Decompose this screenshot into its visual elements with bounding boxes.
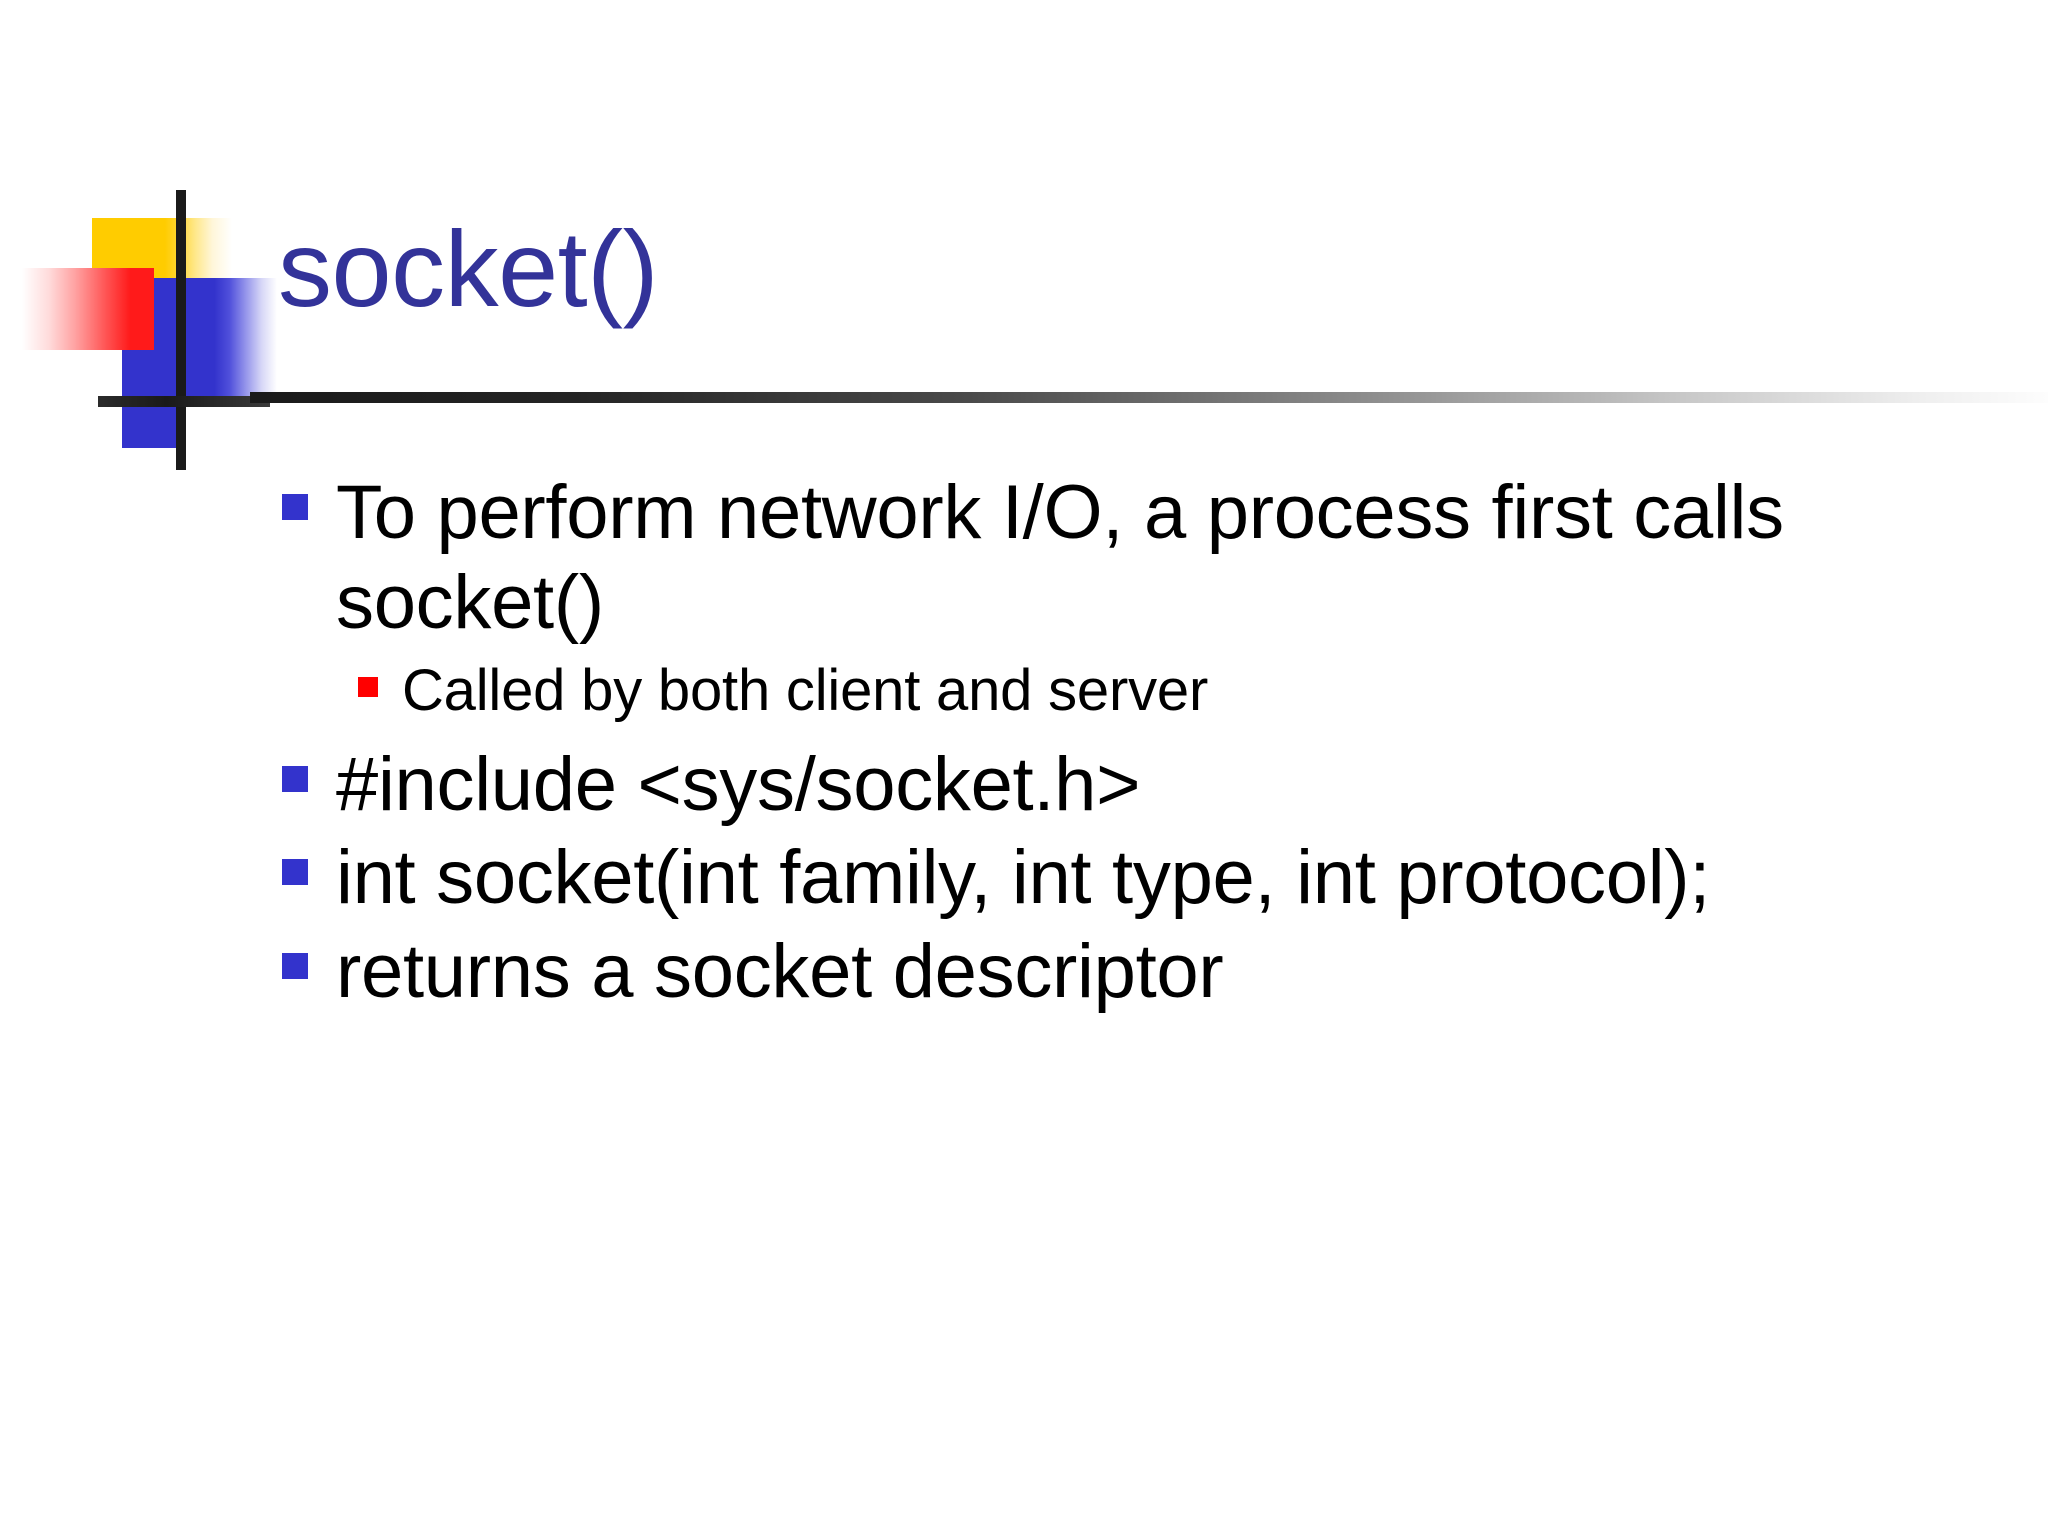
bullet-marker-square-icon [282,765,308,792]
bullet-marker-square-icon [282,953,308,980]
page-title: socket() [278,208,659,329]
slide-body: To perform network I/O, a process first … [282,468,1922,1021]
bullet-item: returns a socket descriptor [282,927,1922,1017]
bullet-text: int socket(int family, int type, int pro… [336,835,1711,921]
bullet-item: To perform network I/O, a process first … [282,468,1922,647]
title-divider [250,392,2048,403]
bullet-text: returns a socket descriptor [336,929,1224,1015]
vertical-bar-icon [176,190,186,470]
sub-bullet-text: Called by both client and server [402,658,1209,724]
red-rectangle-icon [22,268,154,350]
bullet-text: #include <sys/socket.h> [336,741,1141,827]
bullet-marker-square-icon [282,859,308,886]
bullet-item: #include <sys/socket.h> [282,740,1922,830]
blue-square-icon [152,278,277,396]
bullet-item: int socket(int family, int type, int pro… [282,833,1922,923]
horizontal-bar-stub-icon [98,396,270,407]
decorative-logo [0,190,300,470]
blue-square-small-icon [122,338,184,448]
bullet-text: To perform network I/O, a process first … [336,470,1784,645]
bullet-marker-square-icon [282,494,308,520]
sub-bullet-marker-square-icon [358,677,378,698]
bullet-item: Called by both client and server [358,657,1922,725]
yellow-square-icon [92,218,232,343]
